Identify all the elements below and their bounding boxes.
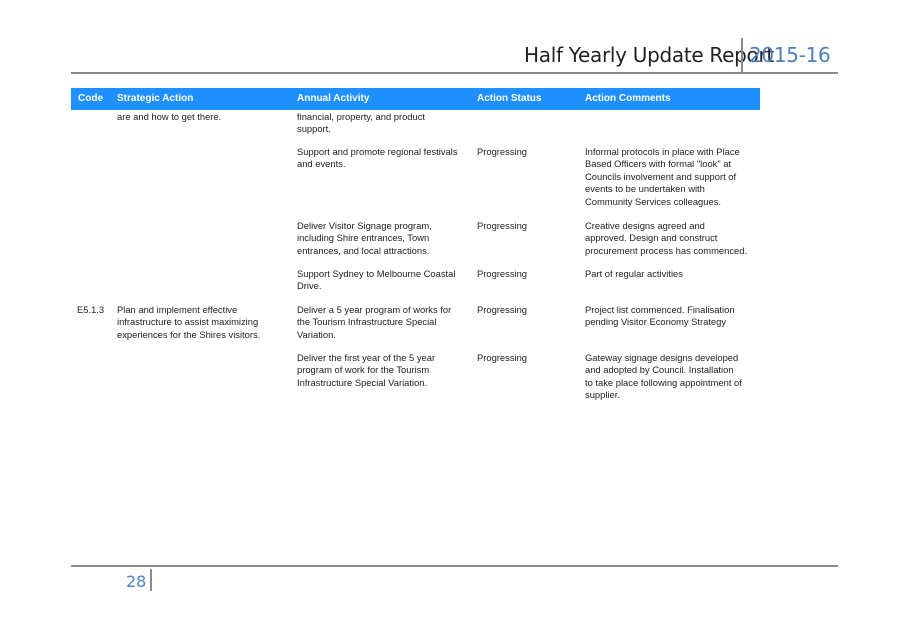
table-cell-comments: Creative designs agreed and approved. De… [585,220,748,256]
table-cell-comments: Part of regular activities [585,268,683,279]
column-header-strategic: Strategic Action [117,93,194,104]
footer-separator [150,569,152,591]
header-rule [71,72,838,74]
column-header-status: Action Status [477,93,542,104]
table-cell-activity: Support and promote regional festivals a… [297,146,458,170]
table-cell-status: Progressing [477,220,528,231]
table-cell-comments: Project list commenced. Finalisation pen… [585,304,735,328]
table-cell-code: E5.1.3 [77,304,105,315]
page-number: 28 [126,572,147,591]
report-year: 2015-16 [749,43,831,67]
table-cell-activity: Deliver the first year of the 5 year pro… [297,352,436,388]
header-separator [741,38,743,72]
column-header-code: Code [78,93,103,104]
table-cell-activity: financial, property, and product support… [297,111,426,135]
table-header: Code Strategic Action Annual Activity Ac… [71,88,760,110]
table-cell-status: Progressing [477,304,528,315]
table-cell-comments: Gateway signage designs developed and ad… [585,352,742,401]
footer-rule [71,565,838,567]
table-cell-activity: Deliver a 5 year program of works for th… [297,304,452,340]
column-header-activity: Annual Activity [297,93,370,104]
table-cell-strategic: are and how to get there. [117,111,222,122]
table-cell-strategic: Plan and implement effective infrastruct… [117,304,261,340]
table-cell-activity: Deliver Visitor Signage program, includi… [297,220,432,256]
report-title: Half Yearly Update Report [524,43,774,67]
column-header-comments: Action Comments [585,93,671,104]
table-cell-status: Progressing [477,268,528,279]
table-cell-comments: Informal protocols in place with Place B… [585,146,740,207]
table-cell-status: Progressing [477,352,528,363]
table-cell-status: Progressing [477,146,528,157]
table-cell-activity: Support Sydney to Melbourne Coastal Driv… [297,268,456,292]
